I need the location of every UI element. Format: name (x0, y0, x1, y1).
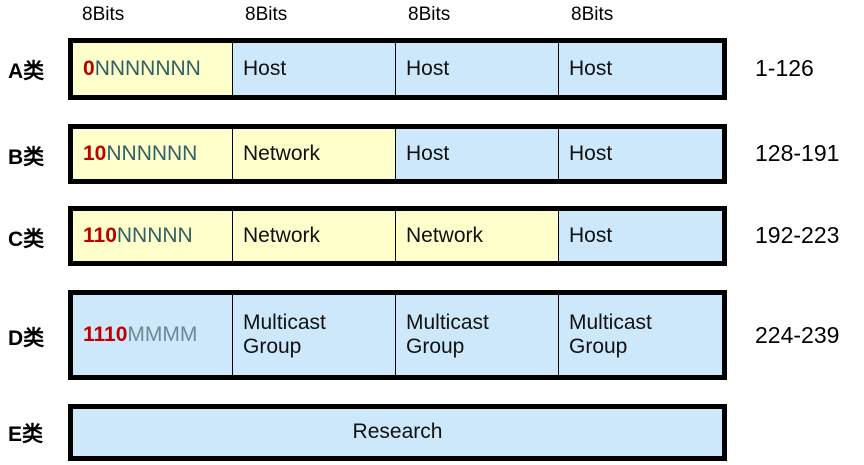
class-c-octet-2: Network (233, 211, 396, 261)
class-d-variable-bits: MMMM (127, 322, 198, 346)
class-a-first-octet: 0NNNNNNN (73, 43, 233, 95)
class-row-a: 0NNNNNNN Host Host Host (68, 38, 727, 100)
class-a-bit-pattern: 0NNNNNNN (83, 57, 201, 81)
class-d-bit-pattern: 1110MMMM (83, 323, 197, 347)
class-a-octet-2: Host (233, 43, 396, 95)
bits-label-octet-4: 8Bits (571, 4, 614, 25)
class-label-b: B类 (8, 146, 45, 169)
class-row-e: Research (68, 404, 727, 461)
class-b-octet-3: Host (396, 129, 559, 179)
bits-header-row: 8Bits 8Bits 8Bits 8Bits (68, 2, 727, 32)
class-c-variable-bits: NNNNN (116, 223, 193, 247)
class-b-bit-pattern: 10NNNNNN (83, 142, 197, 166)
class-b-fixed-bits: 10 (83, 141, 107, 165)
class-c-octet-3: Network (396, 211, 559, 261)
class-row-b: 10NNNNNN Network Host Host (68, 124, 727, 184)
range-label-c: 192-223 (755, 222, 840, 248)
class-d-octet-3: Multicast Group (396, 295, 559, 375)
class-d-fixed-bits: 1110 (83, 322, 128, 346)
range-label-d: 224-239 (755, 322, 840, 348)
bits-label-octet-1: 8Bits (82, 4, 125, 25)
range-label-b: 128-191 (755, 140, 840, 166)
bits-label-octet-2: 8Bits (245, 4, 288, 25)
class-d-octet-2: Multicast Group (233, 295, 396, 375)
class-b-first-octet: 10NNNNNN (73, 129, 233, 179)
range-label-a: 1-126 (755, 55, 814, 81)
class-d-octet-4: Multicast Group (559, 295, 722, 375)
class-label-d: D类 (8, 327, 45, 350)
class-c-first-octet: 110NNNNN (73, 211, 233, 261)
class-row-d: 1110MMMM Multicast Group Multicast Group… (68, 290, 727, 380)
class-label-c: C类 (8, 228, 45, 251)
class-a-octet-3: Host (396, 43, 559, 95)
class-a-fixed-bits: 0 (83, 56, 95, 80)
class-label-e: E类 (8, 423, 44, 446)
class-b-octet-4: Host (559, 129, 722, 179)
class-label-a: A类 (8, 60, 45, 83)
bits-label-octet-3: 8Bits (408, 4, 451, 25)
class-b-variable-bits: NNNNNN (106, 141, 198, 165)
class-c-octet-4: Host (559, 211, 722, 261)
class-c-bit-pattern: 110NNNNN (83, 224, 193, 248)
class-a-variable-bits: NNNNNNN (94, 56, 201, 80)
class-row-c: 110NNNNN Network Network Host (68, 206, 727, 266)
class-a-octet-4: Host (559, 43, 722, 95)
class-d-first-octet: 1110MMMM (73, 295, 233, 375)
class-b-octet-2: Network (233, 129, 396, 179)
class-e-full-span: Research (73, 409, 722, 456)
class-c-fixed-bits: 110 (83, 223, 117, 247)
